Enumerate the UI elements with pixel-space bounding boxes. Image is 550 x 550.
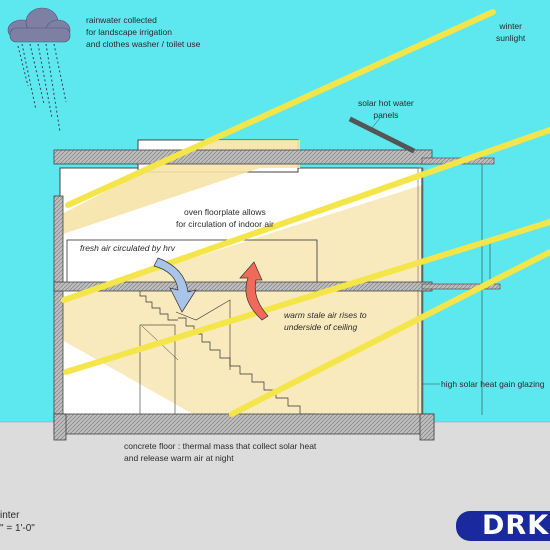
upper-stair: [136, 289, 178, 321]
winter-sunlight-line-1: winter: [499, 21, 522, 31]
warm-air-line-2: underside of ceiling: [284, 322, 358, 332]
footing-right: [419, 413, 435, 441]
solar-panel-leader: [371, 117, 381, 129]
solar-panels-label: solar hot water panels: [358, 97, 414, 121]
warm-air-arrow: [239, 261, 269, 321]
floorplate-label: oven floorplate allows for circulation o…: [176, 206, 274, 230]
winter-sunlight-label: winter sunlight: [496, 20, 525, 44]
left-wall: [53, 195, 64, 419]
rainwater-label: rainwater collected for landscape irriga…: [86, 14, 200, 50]
solar-panels-line-1: solar hot water: [358, 98, 414, 108]
floorplate-line-1: oven floorplate allows: [184, 207, 266, 217]
warm-air-label: warm stale air rises to underside of cei…: [284, 309, 367, 333]
floorplate-line-2: for circulation of indoor air: [176, 219, 274, 229]
solar-panels-line-2: panels: [373, 110, 399, 120]
concrete-floor-label: concrete floor : thermal mass that colle…: [124, 440, 316, 464]
fresh-air-arrow: [153, 257, 197, 313]
drk-logo: DRK: [456, 511, 550, 541]
concrete-floor-line-2: and release warm air at night: [124, 453, 234, 463]
drawing-scale-line: " = 1'-0": [0, 523, 35, 534]
mid-overhang: [421, 283, 501, 290]
ground-floor-slab: [53, 413, 435, 435]
sun-rays: [61, 9, 550, 417]
glazing-label: high solar heat gain glazing: [441, 379, 545, 389]
drawing-title-line-1: inter: [0, 510, 20, 521]
rainwater-line-1: rainwater collected: [86, 15, 157, 25]
footing-left: [53, 413, 67, 441]
cloud-icon: [7, 7, 71, 43]
rain-icon: [17, 43, 67, 133]
rainwater-line-3: and clothes washer / toilet use: [86, 39, 201, 49]
winter-sunlight-line-2: sunlight: [496, 33, 526, 43]
solar-panel-icon: [348, 116, 416, 154]
rainwater-line-2: for landscape irrigation: [86, 27, 172, 37]
fresh-air-label: fresh air circulated by hrv: [80, 243, 175, 253]
drawing-title-fragment: inter " = 1'-0": [0, 509, 35, 535]
warm-air-line-1: warm stale air rises to: [284, 310, 367, 320]
stair-rail: [175, 299, 231, 370]
roof-slab: [53, 149, 433, 165]
concrete-floor-line-1: concrete floor : thermal mass that colle…: [124, 441, 317, 451]
